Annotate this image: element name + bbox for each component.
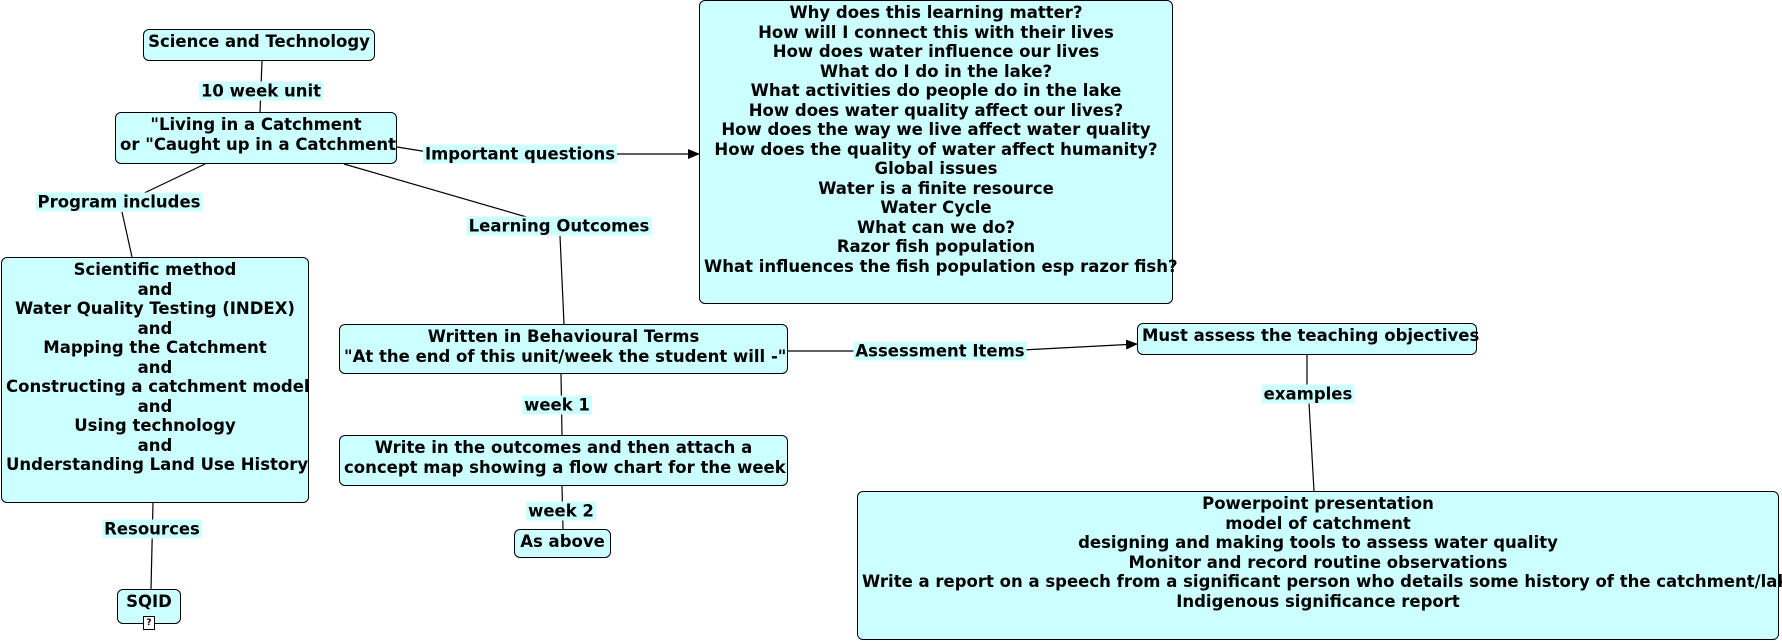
node-text: Write in the outcomes and then attach a: [374, 438, 753, 457]
edge-assess-to-examples-b: [1308, 402, 1315, 492]
node-text: "Living in a Catchment: [150, 115, 362, 134]
question-item: Why does this learning matter?: [789, 3, 1083, 22]
edge-behavioural-to-assess-b: [1021, 339, 1138, 351]
node-must-assess[interactable]: Must assess the teaching objectives: [1137, 323, 1480, 355]
node-sqid[interactable]: SQID: [117, 589, 181, 624]
node-text: SQID: [126, 592, 172, 611]
example-item: Write a report on a speech from a signif…: [862, 572, 1782, 591]
edge-label-program-includes: Program includes: [35, 192, 203, 212]
question-item: Water is a finite resource: [818, 178, 1054, 198]
edge-label-examples: examples: [1261, 384, 1355, 404]
program-item: and: [137, 318, 173, 338]
node-science-and-technology[interactable]: Science and Technology: [143, 29, 375, 61]
program-item: and: [137, 396, 173, 416]
program-item: and: [137, 357, 173, 377]
question-item: What activities do people do in the lake: [750, 81, 1122, 100]
question-item: How does water quality affect our lives?: [748, 100, 1124, 120]
node-behavioural-terms[interactable]: Written in Behavioural Terms "At the end…: [339, 324, 788, 374]
node-text: concept map showing a flow chart for the…: [344, 457, 786, 477]
question-item: How will I connect this with their lives: [758, 22, 1114, 42]
node-text: Science and Technology: [148, 32, 370, 51]
edge-living-to-outcomes-a: [343, 163, 531, 219]
program-item: Constructing a catchment model: [6, 377, 310, 396]
program-item: Mapping the Catchment: [43, 338, 267, 357]
question-item: What influences the fish population esp …: [704, 256, 1178, 276]
question-item: What do I do in the lake?: [819, 61, 1053, 81]
program-item: Scientific method: [73, 260, 237, 279]
node-program-contents[interactable]: Scientific method and Water Quality Test…: [1, 257, 310, 503]
edge-label-week-2: week 2: [526, 501, 596, 521]
example-item: Indigenous significance report: [1176, 591, 1460, 611]
edge-living-to-questions-a: [396, 146, 429, 153]
program-item: Water Quality Testing (INDEX): [15, 299, 295, 318]
question-item: How does the quality of water affect hum…: [714, 139, 1158, 159]
program-item: Using technology: [74, 416, 236, 435]
example-item: Powerpoint presentation: [1202, 494, 1434, 513]
program-item: and: [137, 435, 173, 455]
edge-living-to-outcomes-b: [559, 235, 565, 325]
edge-label-learning-outcomes: Learning Outcomes: [466, 216, 652, 236]
node-text: Must assess the teaching objectives: [1142, 326, 1480, 345]
question-item: Water Cycle: [880, 198, 992, 217]
example-item: model of catchment: [1225, 513, 1411, 533]
node-examples-list[interactable]: Powerpoint presentation model of catchme…: [857, 491, 1782, 640]
node-as-above[interactable]: As above: [514, 529, 611, 558]
example-item: designing and making tools to assess wat…: [1078, 533, 1558, 552]
node-living-in-a-catchment[interactable]: "Living in a Catchment or "Caught up in …: [115, 112, 397, 164]
node-text: "At the end of this unit/week the studen…: [344, 346, 787, 366]
edge-label-week-1: week 1: [522, 395, 592, 415]
edge-program-to-sqid: [150, 502, 154, 590]
question-item: How does the way we live affect water qu…: [721, 120, 1151, 139]
program-item: and: [137, 279, 173, 299]
edge-living-to-program-a: [137, 163, 206, 197]
question-item: How does water influence our lives: [772, 42, 1100, 61]
edge-label-assessment-items: Assessment Items: [853, 341, 1027, 361]
question-item: Global issues: [874, 159, 998, 178]
edge-living-to-program-b: [121, 211, 133, 258]
question-item: Razor fish population: [836, 237, 1036, 256]
example-item: Monitor and record routine observations: [1128, 552, 1508, 572]
node-write-outcomes[interactable]: Write in the outcomes and then attach a …: [339, 435, 788, 486]
question-item: What can we do?: [856, 217, 1015, 237]
edge-label-important-questions: Important questions: [422, 144, 618, 164]
node-important-questions-list[interactable]: Why does this learning matter? How will …: [699, 0, 1178, 304]
edge-label-10-week-unit: 10 week unit: [198, 81, 324, 101]
node-text: or "Caught up in a Catchment: [120, 134, 396, 154]
program-item: Understanding Land Use History: [6, 455, 309, 474]
node-text: As above: [520, 532, 605, 551]
node-text: Written in Behavioural Terms: [427, 327, 700, 346]
edge-label-resources: Resources: [102, 519, 202, 539]
document-unknown-icon[interactable]: ?: [143, 616, 155, 630]
